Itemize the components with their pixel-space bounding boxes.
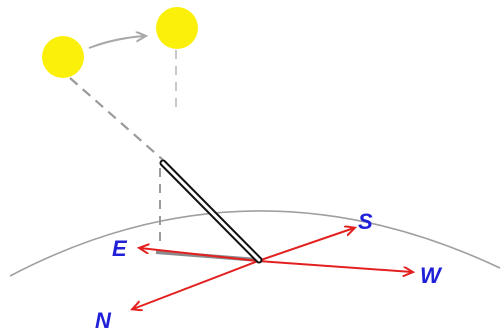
label-west: W [420,263,443,288]
arrow-east [140,248,259,262]
sun-icon [42,36,84,78]
arrow-south [257,228,354,262]
label-north: N [95,308,112,332]
horizon-curve [9,210,501,277]
label-south: S [358,209,373,234]
curved-arrow-icon [88,36,145,49]
sun-ray-dashed [69,77,164,161]
sun-icon [156,7,198,49]
label-east: E [112,236,128,261]
gnomon-pole-fill [161,161,261,262]
arrow-west [257,260,412,272]
arrow-north [133,260,259,309]
